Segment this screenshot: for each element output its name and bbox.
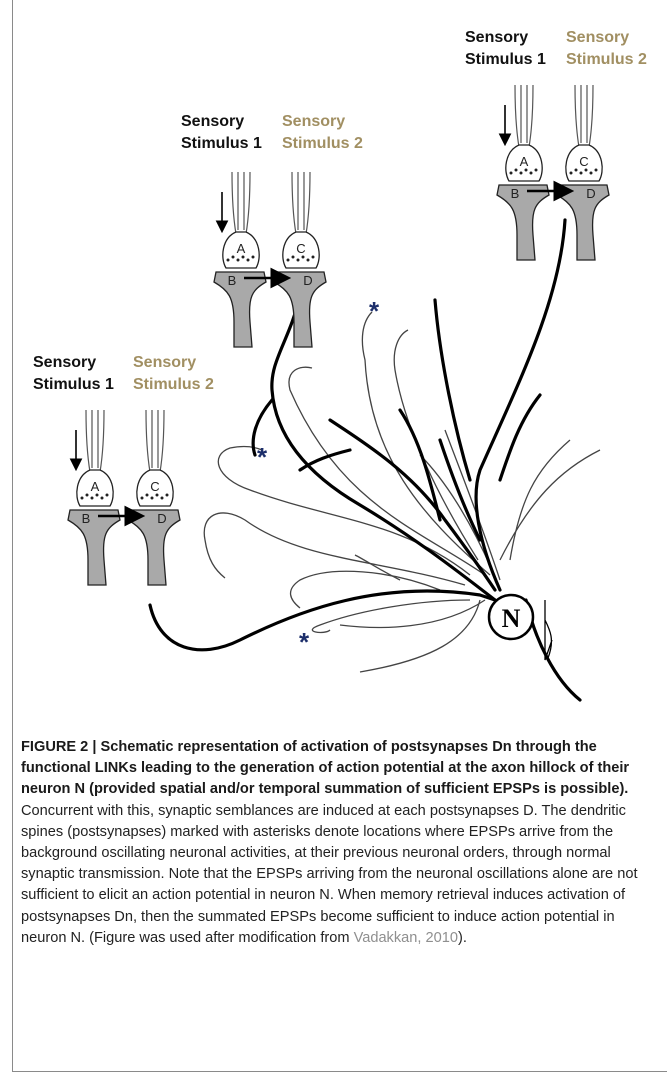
- letter-d: D: [303, 273, 312, 288]
- letter-b: B: [511, 186, 520, 201]
- caption-reference-link: Vadakkan, 2010: [354, 930, 458, 946]
- action-potential-arrow-icon: [545, 600, 552, 660]
- caption-heading: FIGURE 2 | Schematic representation of a…: [21, 739, 629, 797]
- letter-a: A: [237, 241, 246, 256]
- synapse-group-1: A B C D: [497, 85, 609, 260]
- synapse-right: CD: [274, 172, 326, 347]
- figure-caption: FIGURE 2 | Schematic representation of a…: [21, 737, 657, 949]
- letter-b: B: [82, 511, 91, 526]
- letter-c: C: [579, 154, 588, 169]
- background-dendrites: [204, 312, 600, 672]
- letter-a: A: [91, 479, 100, 494]
- asterisk-2: *: [257, 442, 268, 472]
- postsynaptic-spine: [128, 510, 180, 585]
- synapse-right: CD: [128, 410, 180, 585]
- postsynaptic-spine: [274, 272, 326, 347]
- neuron-label: N: [502, 604, 521, 633]
- asterisk-3: *: [299, 627, 310, 657]
- letter-d: D: [586, 186, 595, 201]
- postsynaptic-spine: [68, 510, 120, 585]
- letter-b: B: [228, 273, 237, 288]
- letter-c: C: [150, 479, 159, 494]
- postsynaptic-spine: [497, 185, 549, 260]
- caption-body: Concurrent with this, synaptic semblance…: [21, 803, 638, 946]
- letter-a: A: [520, 154, 529, 169]
- caption-tail: ).: [458, 930, 467, 946]
- letter-c: C: [296, 241, 305, 256]
- letter-d: D: [157, 511, 166, 526]
- postsynaptic-spine: [214, 272, 266, 347]
- asterisk-1: *: [369, 296, 380, 326]
